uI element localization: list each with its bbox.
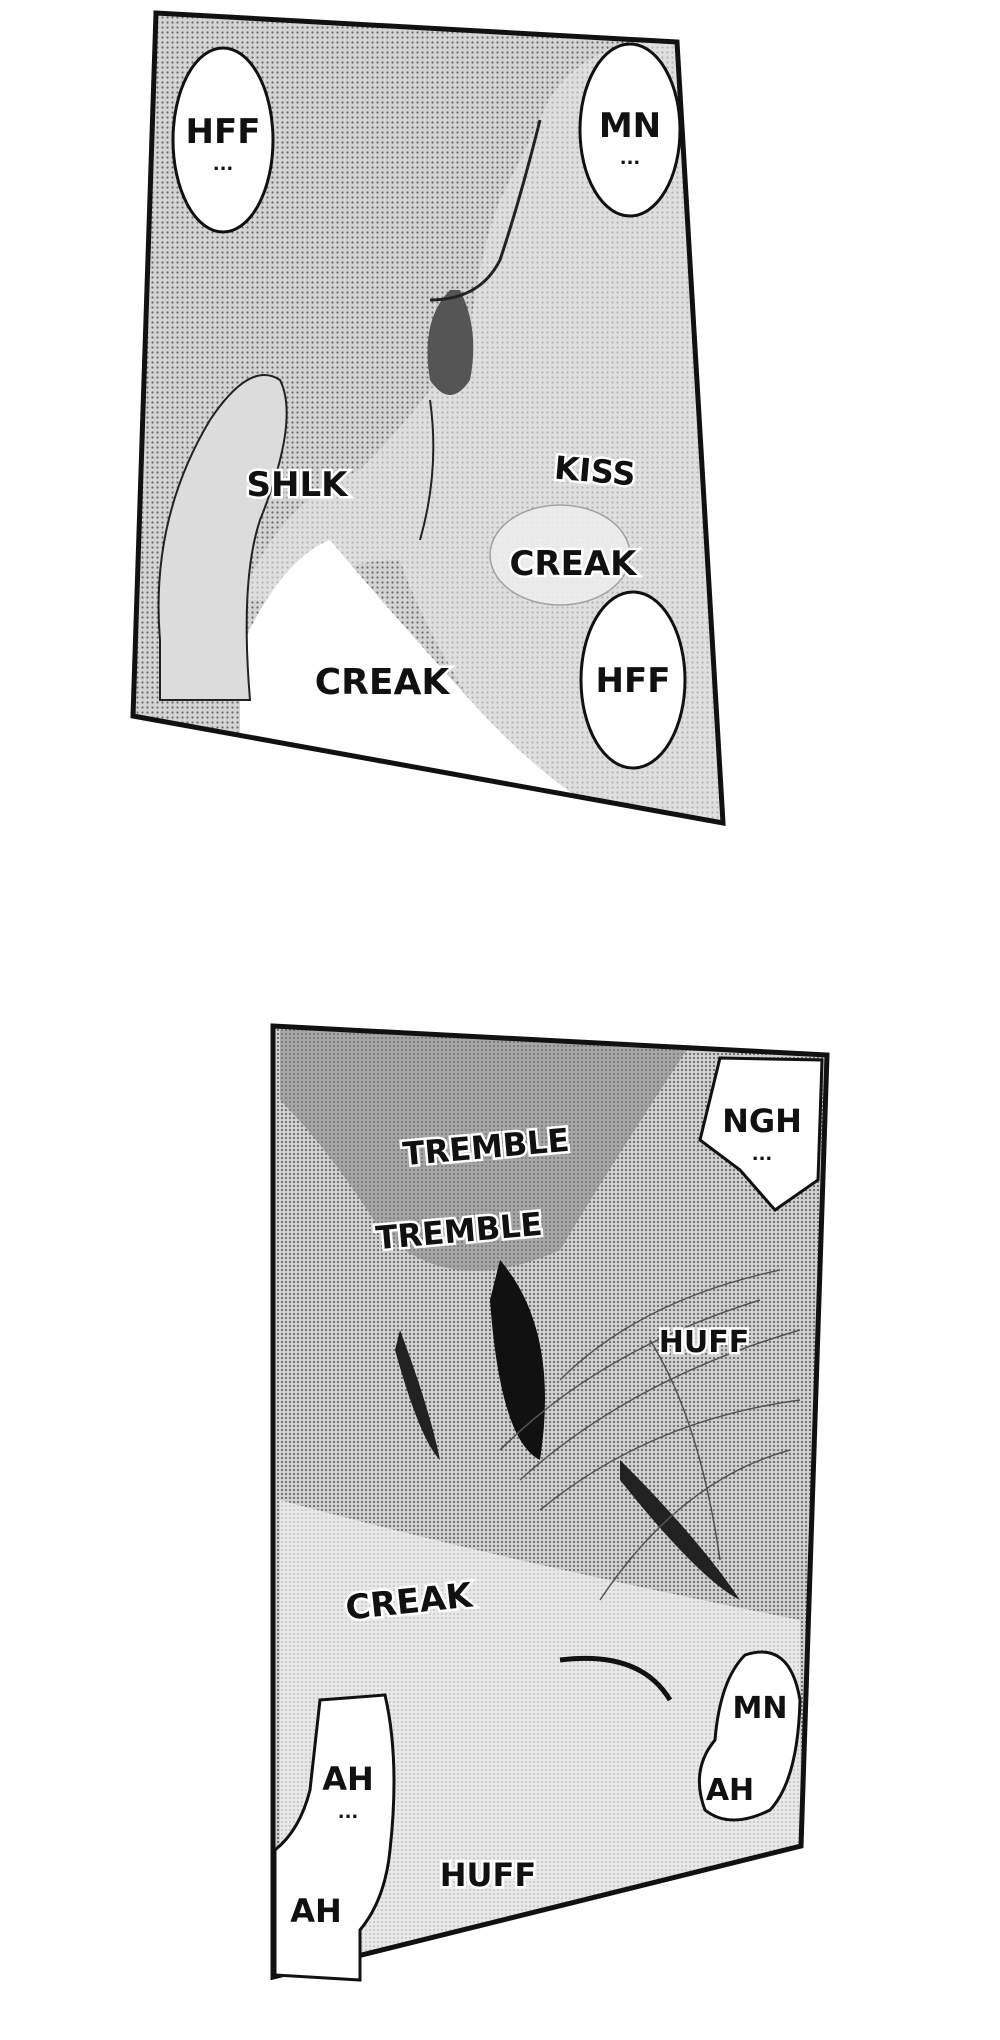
ellipsis: ... — [752, 1144, 773, 1165]
sfx-text: HUFF — [659, 1325, 749, 1360]
ellipsis: ... — [338, 1802, 359, 1823]
ellipsis: ... — [213, 154, 234, 175]
bubble-text: MN — [733, 1691, 788, 1726]
panel-1: HFF ... MN ... HFF SHLK KISS CREAK CREAK — [130, 10, 726, 827]
panel-2: NGH ... MN AH AH ... AH TREMBLE TREMBLE … — [270, 1023, 830, 1982]
speech-bubble — [578, 42, 682, 218]
sfx-text: KISS — [553, 449, 637, 494]
bubble-text: AH — [322, 1760, 374, 1798]
finger — [157, 374, 288, 701]
bubble-text: HFF — [596, 661, 671, 701]
sfx-text: HUFF — [440, 1856, 536, 1894]
tongue — [427, 290, 474, 395]
speech-bubble — [579, 590, 687, 770]
speech-bubble — [697, 1650, 802, 1822]
speech-bubble — [273, 1693, 396, 1982]
bubble-text: AH — [290, 1892, 342, 1930]
bubble-text: NGH — [722, 1102, 802, 1140]
speech-bubble — [698, 1056, 824, 1212]
sfx-text: CREAK — [509, 544, 638, 584]
sfx-text: CREAK — [315, 662, 451, 703]
ellipsis: ... — [620, 148, 641, 169]
hair-linework — [280, 1030, 801, 1977]
bubble-text: HFF — [186, 112, 261, 152]
bubble-text: AH — [706, 1773, 754, 1808]
speech-bubble — [171, 46, 275, 234]
bubble-text: MN — [599, 106, 661, 146]
sfx-text: SHLK — [247, 465, 350, 505]
